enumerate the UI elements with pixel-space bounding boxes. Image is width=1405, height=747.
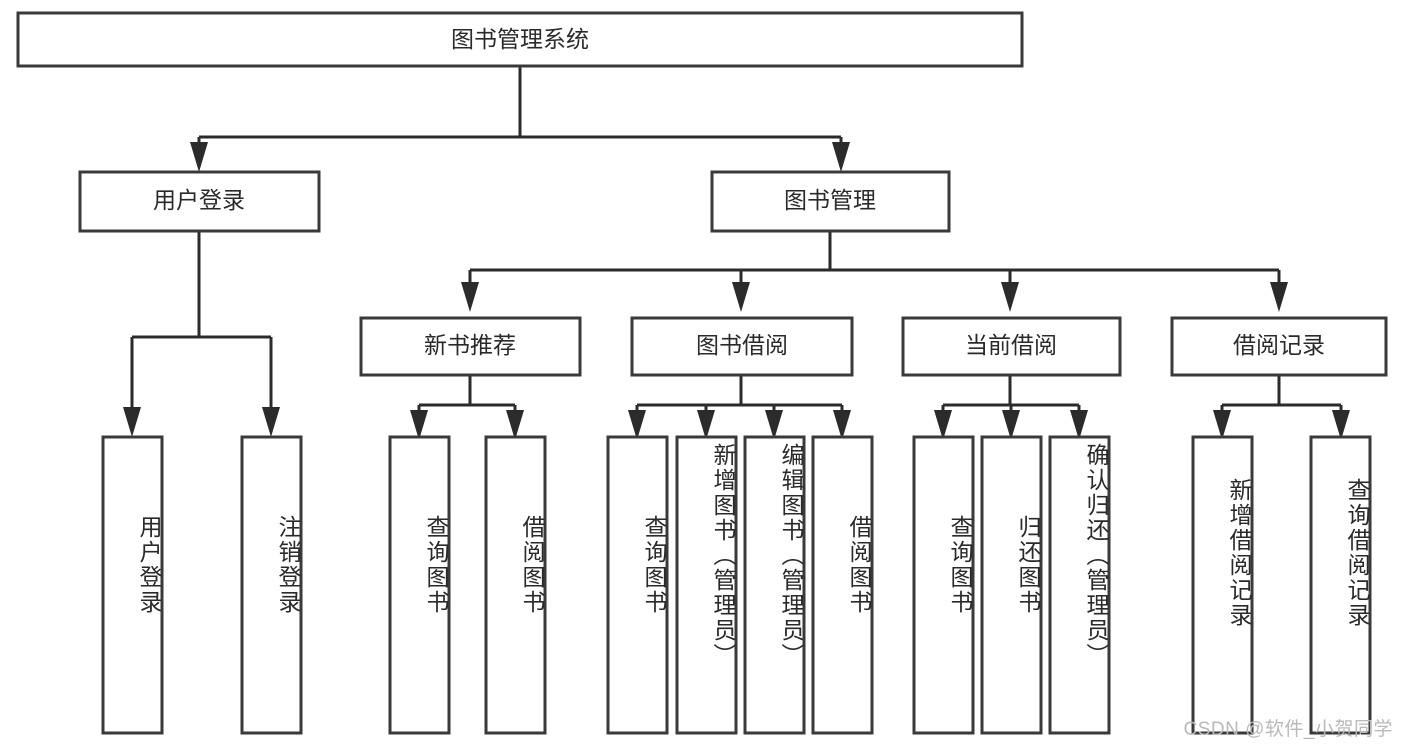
node-borrow-record-label: 借阅记录 [1233,332,1325,358]
node-root-system[interactable]: 图书管理系统 [16,11,1024,68]
connectors-newbook-to-leaves [410,375,524,440]
leaf-boxes-book-borrow [606,435,874,735]
leaf-box-borrow-record-1[interactable] [1309,435,1372,735]
node-user-login[interactable]: 用户登录 [78,170,321,233]
node-book-management[interactable]: 图书管理 [710,170,951,233]
node-current-borrow[interactable]: 当前借阅 [901,316,1122,377]
node-root-system-label: 图书管理系统 [451,26,589,52]
leaf-box-borrow-record-0[interactable] [1191,435,1254,735]
leaf-box-book-borrow-1[interactable] [675,435,738,735]
leaf-boxes-new-book-recommend [388,435,547,735]
node-new-book-recommend[interactable]: 新书推荐 [359,316,582,377]
leaf-box-new-book-0[interactable] [388,435,451,735]
leaf-box-current-borrow-2[interactable] [1048,435,1111,735]
leaf-box-book-borrow-3[interactable] [811,435,874,735]
leaf-boxes-user-login [101,435,303,735]
node-new-book-recommend-label: 新书推荐 [424,332,516,358]
node-book-borrow[interactable]: 图书借阅 [630,316,854,377]
connectors-userlogin-to-leaves [123,231,280,437]
node-current-borrow-label: 当前借阅 [965,332,1057,358]
leaf-boxes-current-borrow [912,435,1111,735]
connectors-bookborrow-to-leaves [628,375,851,440]
leaf-box-current-borrow-1[interactable] [980,435,1043,735]
leaf-box-user-login-0[interactable] [101,435,164,735]
csdn-watermark: CSDN @软件_小贺同学 [1183,719,1393,740]
node-borrow-record[interactable]: 借阅记录 [1170,316,1388,377]
leaf-box-book-borrow-0[interactable] [606,435,669,735]
leaf-box-current-borrow-0[interactable] [912,435,975,735]
node-book-management-label: 图书管理 [784,187,876,213]
node-book-borrow-label: 图书借阅 [696,332,788,358]
leaf-box-user-login-1[interactable] [240,435,303,735]
leaf-boxes-borrow-record [1191,435,1372,735]
connectors-level2-to-level3 [461,231,1288,312]
leaf-box-book-borrow-2[interactable] [743,435,806,735]
connectors-currentborrow-to-leaves [934,375,1088,440]
leaf-box-new-book-1[interactable] [484,435,547,735]
node-user-login-label: 用户登录 [153,187,245,213]
connectors-root-to-level2 [190,66,850,172]
connectors-borrowrecord-to-leaves [1213,375,1350,440]
